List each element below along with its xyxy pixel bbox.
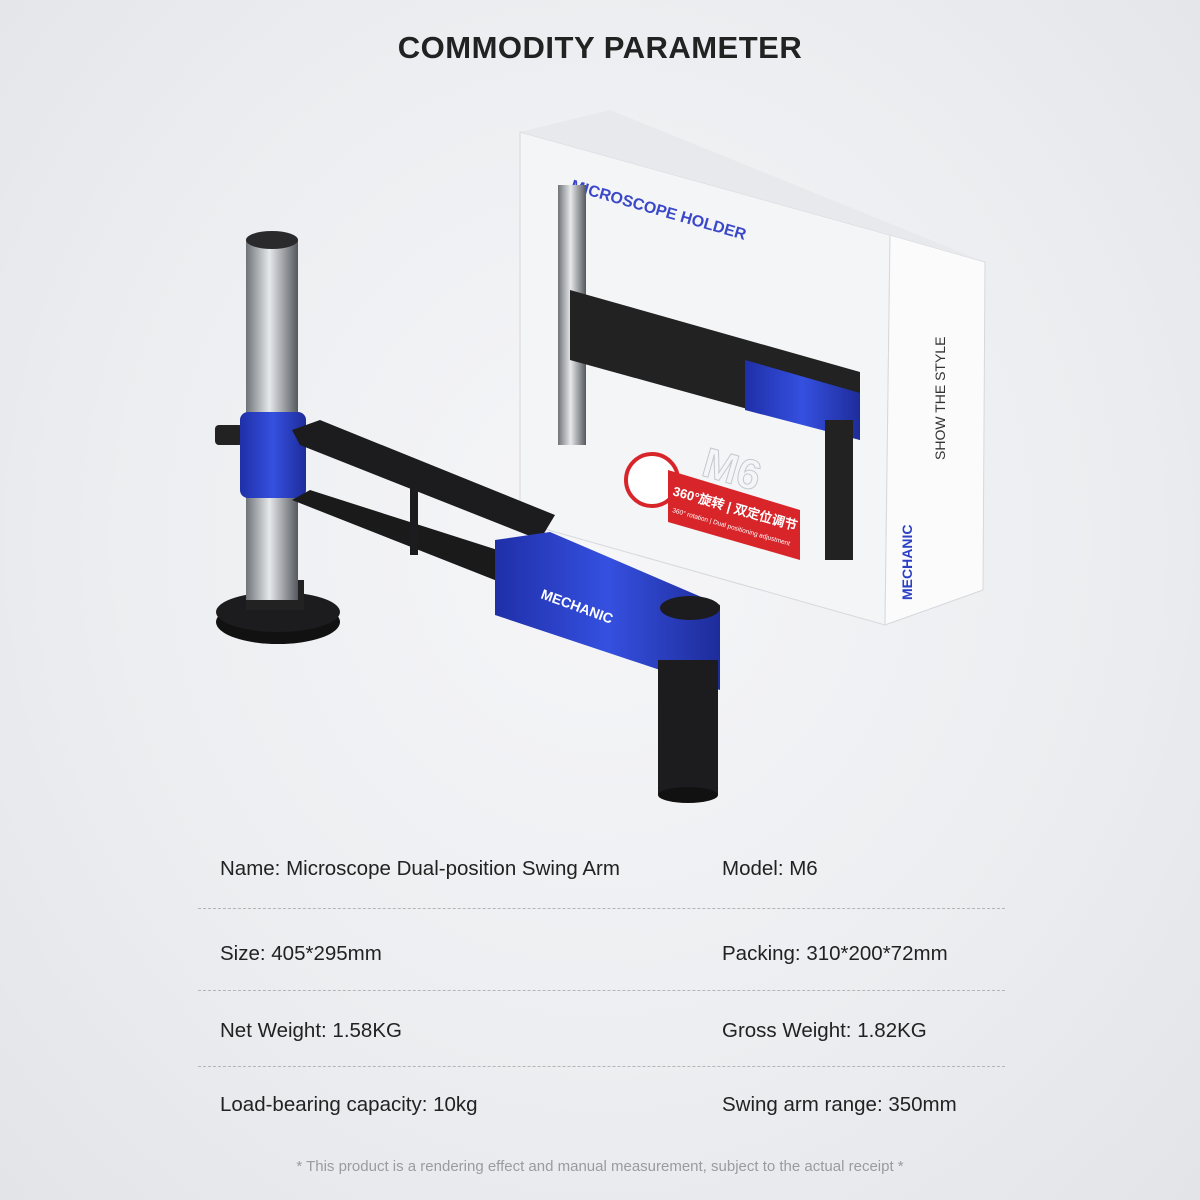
- spec-gross-weight: Gross Weight: 1.82KG: [722, 1019, 927, 1042]
- swing-arm-stand: MECHANIC: [215, 231, 720, 803]
- spec-load-capacity: Load-bearing capacity: 10kg: [220, 1093, 478, 1116]
- divider: [198, 990, 1005, 991]
- footnote: * This product is a rendering effect and…: [296, 1158, 904, 1175]
- divider: [198, 908, 1005, 909]
- spec-swing-range: Swing arm range: 350mm: [722, 1093, 957, 1116]
- box-brand: MECHANIC: [899, 525, 915, 600]
- page-title: COMMODITY PARAMETER: [397, 30, 803, 65]
- product-box: MICROSCOPE HOLDER M6 360°旋转 | 双定位调节 360°…: [519, 110, 986, 626]
- box-slogan: SHOW THE STYLE: [932, 337, 948, 460]
- spec-size: Size: 405*295mm: [220, 942, 382, 965]
- spec-packing: Packing: 310*200*72mm: [722, 942, 948, 965]
- spec-model: Model: M6: [722, 857, 818, 880]
- product-illustration: MICROSCOPE HOLDER M6 360°旋转 | 双定位调节 360°…: [215, 110, 986, 803]
- spec-name: Name: Microscope Dual-position Swing Arm: [220, 857, 620, 880]
- divider: [198, 1066, 1005, 1067]
- spec-net-weight: Net Weight: 1.58KG: [220, 1019, 402, 1042]
